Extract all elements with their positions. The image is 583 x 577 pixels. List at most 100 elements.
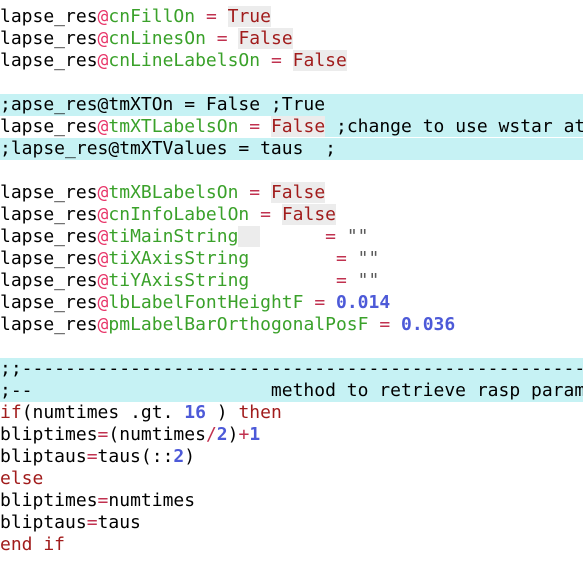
code-token [238, 182, 249, 203]
operator-token: = [86, 512, 98, 533]
code-line[interactable]: lapse_res@tiYAxisString = "" [0, 270, 583, 292]
code-line[interactable]: bliptaus=taus [0, 512, 583, 534]
keyword-token: then [238, 402, 282, 423]
code-line-comment-highlight[interactable]: ;apse_res@tmXTOn = False ;True [0, 94, 583, 116]
code-token: bliptaus [0, 446, 87, 467]
number-literal-token: 0.014 [336, 292, 391, 313]
operator-token: = [97, 424, 109, 445]
code-token: ) [227, 424, 239, 445]
code-token [217, 6, 228, 27]
boolean-literal-token: True [227, 6, 271, 27]
code-token: bliptimes [0, 424, 98, 445]
code-token: taus [97, 512, 141, 533]
at-sign-token: @ [97, 204, 109, 225]
operator-token: = [314, 292, 326, 313]
attribute-name-token: cnLinesOn [108, 28, 206, 49]
code-token [228, 28, 239, 49]
operator-token: = [249, 182, 261, 203]
code-line-comment-highlight[interactable]: ;;--------------------------------------… [0, 358, 583, 380]
code-token [173, 402, 184, 423]
code-token [347, 248, 358, 269]
operator-token: = [325, 226, 336, 247]
code-token: lapse_res [0, 116, 98, 137]
code-token [206, 28, 217, 49]
number-literal-token: 2 [216, 424, 228, 445]
comment-token: ;-- method to retrieve rasp parameters [0, 380, 583, 401]
code-token [325, 292, 336, 313]
at-sign-token: @ [97, 116, 109, 137]
comment-token: ;lapse_res@tmXTValues = taus ; [0, 138, 336, 159]
code-token [249, 204, 260, 225]
code-line[interactable] [0, 336, 583, 358]
code-token: (:: [140, 446, 174, 467]
code-line[interactable]: bliptimes=numtimes [0, 490, 583, 512]
keyword-token: if [0, 402, 22, 423]
code-line[interactable]: if(numtimes .gt. 16 ) then [0, 402, 583, 424]
at-sign-token: @ [97, 292, 109, 313]
code-token [368, 314, 379, 335]
code-line[interactable]: end if [0, 534, 583, 556]
code-line[interactable]: bliptimes=(numtimes/2)+1 [0, 424, 583, 446]
operator-token: = [335, 248, 347, 269]
code-token: lapse_res [0, 182, 98, 203]
code-line-comment-highlight[interactable]: ;lapse_res@tmXTValues = taus ; [0, 138, 583, 160]
keyword-token: else [0, 468, 44, 489]
attribute-name-token: lbLabelFontHeightF [108, 292, 304, 313]
boolean-literal-token: False [270, 182, 326, 203]
at-sign-token: @ [97, 182, 109, 203]
code-line[interactable]: bliptaus=taus(::2) [0, 446, 583, 468]
code-token [260, 226, 325, 247]
code-token: lapse_res [0, 204, 98, 225]
comment-token: ;;--------------------------------------… [0, 358, 583, 379]
code-line[interactable]: lapse_res@cnFillOn = True [0, 6, 583, 28]
comment-token: ;apse_res@tmXTOn = False ;True [0, 94, 326, 115]
code-line[interactable]: lapse_res@cnLinesOn = False [0, 28, 583, 50]
code-token: ) [184, 446, 196, 467]
code-line[interactable]: lapse_res@tmXTLabelsOn = False ;change t… [0, 116, 583, 138]
code-token: ) [205, 402, 239, 423]
code-line[interactable] [0, 160, 583, 182]
code-token [195, 6, 206, 27]
operator-token: = [249, 116, 261, 137]
code-token: lapse_res [0, 50, 98, 71]
code-token: lapse_res [0, 6, 98, 27]
code-token: bliptaus [0, 512, 87, 533]
at-sign-token: @ [97, 314, 109, 335]
number-literal-token: 0.036 [401, 314, 456, 335]
code-line[interactable]: lapse_res@lbLabelFontHeightF = 0.014 [0, 292, 583, 314]
code-token [303, 292, 314, 313]
operator-token: = [335, 270, 347, 291]
boolean-literal-token: False [281, 204, 336, 225]
code-token: taus [97, 446, 141, 467]
code-line-comment-highlight[interactable]: ;-- method to retrieve rasp parameters [0, 380, 583, 402]
operator-token: = [97, 490, 109, 511]
code-line[interactable] [0, 72, 583, 94]
attribute-name-token: cnInfoLabelOn [108, 204, 250, 225]
attribute-name-token: tmXTLabelsOn [108, 116, 239, 137]
operator-token: = [260, 204, 271, 225]
code-token: (numtimes [108, 424, 206, 445]
number-literal-token: 16 [184, 402, 206, 423]
code-token [271, 204, 282, 225]
code-line[interactable]: lapse_res@tiMainString = "" [0, 226, 583, 248]
code-token [282, 50, 293, 71]
code-token [347, 270, 358, 291]
code-line[interactable]: else [0, 468, 583, 490]
attribute-name-token: tiMainString [108, 226, 239, 247]
code-line[interactable]: lapse_res@tiXAxisString = "" [0, 248, 583, 270]
code-token: lapse_res [0, 226, 98, 247]
code-token [249, 248, 336, 269]
operator-token: = [205, 6, 217, 27]
number-literal-token: 1 [249, 424, 261, 445]
boolean-literal-token: False [270, 116, 326, 137]
code-line[interactable]: lapse_res@cnInfoLabelOn = False [0, 204, 583, 226]
operator-token: + [238, 424, 250, 445]
code-token: bliptimes [0, 490, 98, 511]
code-line[interactable]: lapse_res@tmXBLabelsOn = False [0, 182, 583, 204]
code-token [336, 226, 347, 247]
code-line[interactable]: lapse_res@pmLabelBarOrthogonalPosF = 0.0… [0, 314, 583, 336]
code-token: lapse_res [0, 270, 98, 291]
code-line[interactable]: lapse_res@cnLineLabelsOn = False [0, 50, 583, 72]
boolean-literal-token: False [292, 50, 347, 71]
